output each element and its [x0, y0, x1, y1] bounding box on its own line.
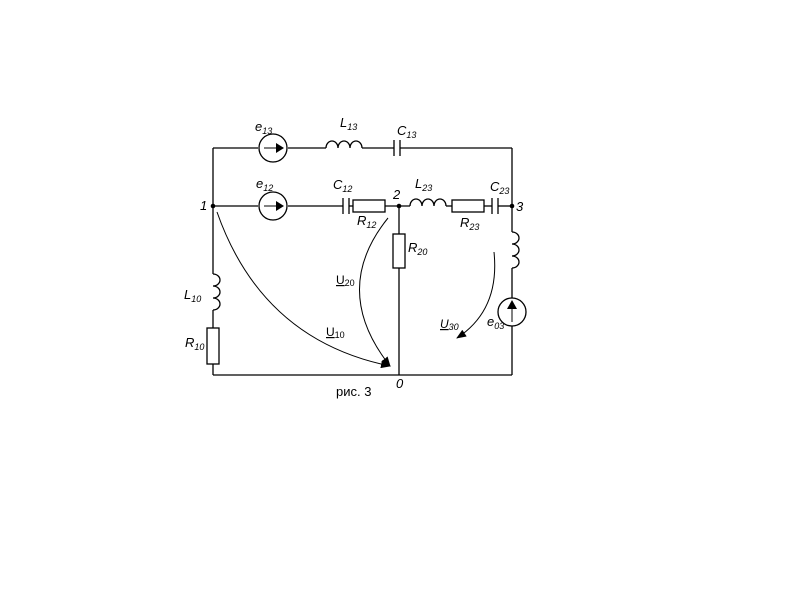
- label-U30: U30: [440, 317, 459, 332]
- label-e03: e03: [487, 314, 504, 331]
- voltage-arrow-U20: [359, 217, 391, 367]
- label-L10: L10: [184, 287, 201, 304]
- top-branch-wire: [212, 147, 513, 206]
- label-U20: U20: [336, 273, 355, 288]
- label-R10: R10: [185, 335, 204, 352]
- node-label-2: 2: [392, 187, 401, 202]
- resistor-R23: [451, 199, 485, 213]
- label-R23: R23: [460, 215, 479, 232]
- emf-source-e12: [258, 191, 288, 221]
- label-R12: R12: [357, 213, 376, 230]
- label-C12: C12: [333, 177, 352, 194]
- node-label-0: 0: [396, 376, 404, 391]
- label-L23: L23: [415, 176, 432, 193]
- node-3-dot: [509, 203, 515, 209]
- emf-source-e13: [258, 133, 288, 163]
- figure-caption: рис. 3: [336, 384, 371, 399]
- resistor-R10: [206, 327, 220, 365]
- voltage-arrow-U10: [216, 211, 391, 369]
- label-e13: e13: [255, 119, 272, 136]
- label-C23: C23: [490, 179, 509, 196]
- label-e12: e12: [256, 176, 273, 193]
- label-R20: R20: [408, 240, 427, 257]
- node-2-dot: [396, 203, 402, 209]
- inductor-L10: [212, 273, 221, 311]
- node-label-3: 3: [516, 199, 524, 214]
- capacitor-C13: [393, 140, 401, 156]
- label-L13: L13: [340, 115, 357, 132]
- resistor-R20: [392, 233, 406, 269]
- capacitor-C23: [491, 198, 499, 214]
- capacitor-C12: [342, 198, 350, 214]
- inductor-right: [511, 231, 520, 269]
- label-U10: U10: [326, 325, 345, 340]
- node-label-1: 1: [200, 198, 207, 213]
- voltage-arrow-U30: [456, 251, 496, 339]
- resistor-R12: [352, 199, 386, 213]
- emf-source-e03: [497, 297, 527, 327]
- node-1-dot: [210, 203, 216, 209]
- label-C13: C13: [397, 123, 416, 140]
- inductor-L23: [409, 198, 447, 207]
- inductor-L13: [325, 140, 363, 149]
